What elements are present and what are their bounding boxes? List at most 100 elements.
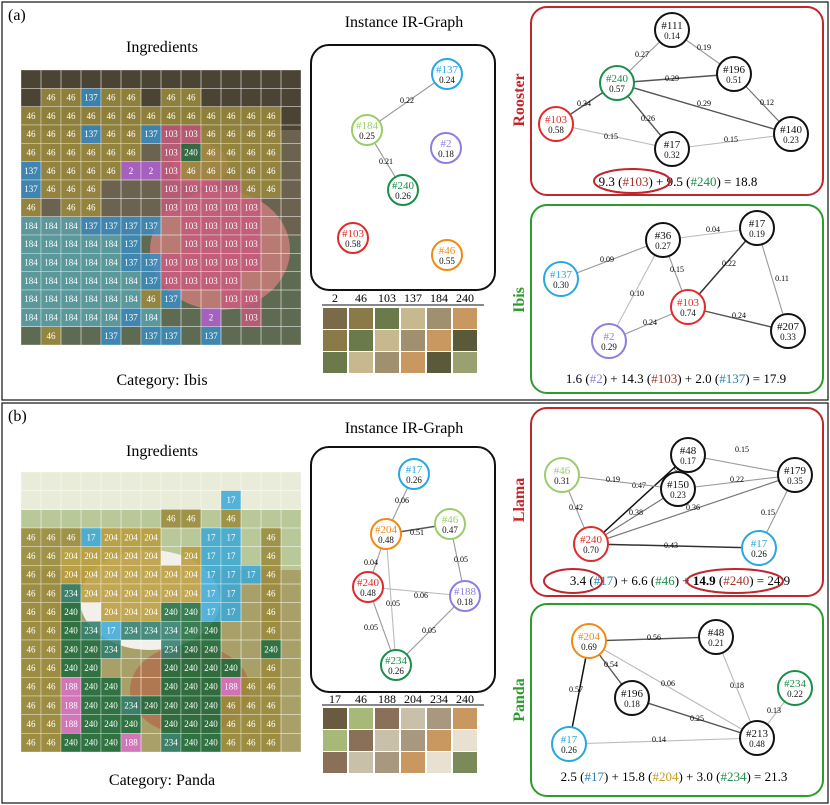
grid-cell-label: 240 — [164, 682, 178, 692]
grid-cell-label: 46 — [67, 203, 77, 213]
edge-weight: 0.05 — [386, 599, 400, 608]
panel-b-ingredients-title: Ingredients — [126, 443, 198, 460]
node-id: #188 — [454, 586, 477, 598]
grid-cell-label: 46 — [207, 166, 217, 176]
node-value: 0.17 — [680, 456, 696, 466]
grid-cell-label: 204 — [144, 532, 158, 542]
panel-a-instance-graph: 0.220.21#1370.24#1840.25#20.18#2400.26#1… — [337, 58, 463, 271]
thumbnail-image — [349, 708, 373, 729]
grid-cell-label: 46 — [47, 644, 57, 654]
grid-cell-label: 240 — [84, 663, 98, 673]
ibis-graph: 0.040.090.150.220.110.100.240.24#360.27#… — [543, 210, 806, 359]
node-value: 0.30 — [553, 280, 569, 290]
grid-cell-label: 240 — [204, 738, 218, 748]
grid-cell-label: 46 — [267, 663, 277, 673]
edge-weight: 0.04 — [364, 558, 378, 567]
thumbnail-image — [401, 330, 425, 351]
graph-edge — [588, 640, 758, 739]
node-id: #140 — [780, 124, 803, 136]
thumbnail-image — [427, 352, 451, 373]
thumbnail-image — [323, 330, 347, 351]
node-value: 0.33 — [780, 332, 796, 342]
grid-cell-label: 240 — [144, 700, 158, 710]
grid-cell-label: 46 — [27, 570, 37, 580]
grid-cell-label: 46 — [267, 570, 277, 580]
node-value: 0.58 — [548, 125, 564, 135]
node-value: 0.22 — [787, 689, 803, 699]
graph-edge — [588, 636, 717, 642]
edge-weight: 0.22 — [400, 96, 414, 105]
grid-cell-label: 46 — [27, 644, 37, 654]
grid-cell-label: 184 — [144, 313, 158, 323]
graph-node — [698, 619, 734, 655]
thumbnail-image — [453, 308, 477, 329]
grid-cell-label: 204 — [184, 551, 198, 561]
grid-cell-label: 103 — [164, 203, 178, 213]
grid-cell-label: 46 — [227, 111, 237, 121]
edge-weight: 0.24 — [732, 311, 746, 320]
graph-node — [430, 132, 462, 164]
grid-cell-label: 240 — [204, 682, 218, 692]
graph-node — [670, 289, 706, 325]
graph-node — [716, 56, 752, 92]
thumbnail-image — [401, 752, 425, 773]
grid-cell-label: 240 — [184, 644, 198, 654]
grid-cell-label: 46 — [27, 738, 37, 748]
grid-cell-label: 184 — [24, 276, 38, 286]
grid-cell-label: 184 — [104, 258, 118, 268]
node-id: #17 — [561, 734, 578, 746]
grid-cell-label: 204 — [64, 570, 78, 580]
grid-cell-label: 240 — [204, 663, 218, 673]
graph-node — [370, 518, 402, 550]
graph-node — [773, 116, 809, 152]
graph-node — [431, 239, 463, 271]
grid-cell-label: 188 — [64, 719, 78, 729]
grid-cell-label: 46 — [187, 514, 197, 524]
equation-part: ) = 21.3 — [746, 769, 787, 784]
node-id: #17 — [749, 218, 766, 230]
node-id: #234 — [385, 655, 408, 667]
edge-weight: 0.15 — [761, 508, 775, 517]
node-id: #150 — [667, 479, 690, 491]
node-value: 0.26 — [561, 745, 577, 755]
grid-cell-label: 204 — [124, 551, 138, 561]
thumbnail-label: 184 — [430, 291, 448, 305]
node-id: #46 — [554, 465, 571, 477]
grid-cell-label: 103 — [164, 148, 178, 158]
grid-cell-label: 103 — [184, 184, 198, 194]
grid-cell-label: 46 — [247, 129, 257, 139]
edge-weight: 0.15 — [604, 132, 618, 141]
edge-weight: 0.21 — [379, 157, 393, 166]
edge-weight: 0.13 — [767, 706, 781, 715]
panel-a-instance-graph-box — [310, 44, 496, 291]
thumbnail-image — [375, 708, 399, 729]
grid-cell-label: 204 — [144, 588, 158, 598]
thumbnail-image — [375, 730, 399, 751]
grid-cell-label: 204 — [124, 570, 138, 580]
edge-weight: 0.05 — [454, 555, 468, 564]
node-value: 0.19 — [749, 229, 765, 239]
graph-node — [449, 580, 481, 612]
grid-cell-label: 240 — [84, 719, 98, 729]
grid-cell-label: 184 — [24, 258, 38, 268]
grid-cell-label: 46 — [167, 514, 177, 524]
node-value: 0.14 — [664, 31, 680, 41]
grid-cell-label: 46 — [27, 682, 37, 692]
grid-cell-label: 184 — [64, 276, 78, 286]
graph-node — [387, 174, 419, 206]
grid-cell-label: 234 — [124, 700, 138, 710]
edge-weight: 0.22 — [730, 475, 744, 484]
ibis-category-label: Ibis — [511, 287, 528, 313]
thumbnail-label: 103 — [378, 291, 396, 305]
thumbnail-image — [401, 308, 425, 329]
panel-a-ingredients-title: Ingredients — [126, 39, 198, 56]
node-value: 0.48 — [378, 535, 394, 545]
grid-cell-label: 188 — [124, 738, 138, 748]
grid-cell-label: 2 — [209, 313, 214, 323]
grid-cell-label: 103 — [224, 258, 238, 268]
grid-cell-label: 204 — [144, 551, 158, 561]
grid-cell-label: 204 — [184, 588, 198, 598]
thumbnail-label: 46 — [355, 692, 367, 706]
